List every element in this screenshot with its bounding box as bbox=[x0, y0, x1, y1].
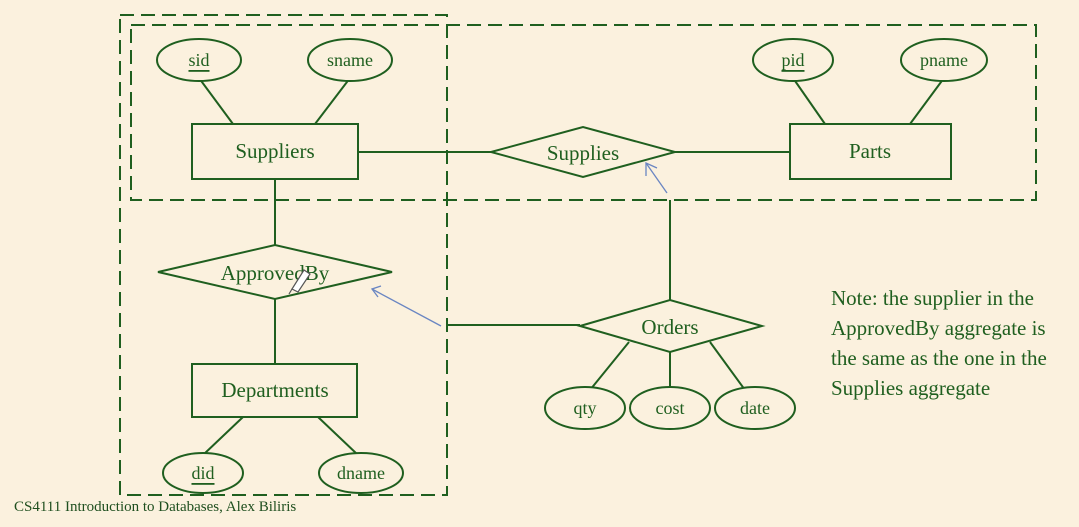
attribute-pid-label: pid bbox=[781, 50, 804, 70]
link-pname-parts bbox=[909, 77, 945, 125]
attribute-cost bbox=[629, 386, 711, 430]
slide-footer: CS4111 Introduction to Databases, Alex B… bbox=[14, 499, 297, 515]
attribute-dname-label: dname bbox=[337, 463, 385, 483]
attribute-sid-label: sid bbox=[188, 50, 209, 70]
aggregation-note: Note: the supplier in the ApprovedBy agg… bbox=[831, 286, 1047, 400]
entity-parts-label: Parts bbox=[849, 139, 891, 163]
link-orders-qty bbox=[589, 341, 630, 391]
attribute-did bbox=[162, 452, 244, 494]
attribute-qty-label: qty bbox=[573, 398, 596, 418]
attribute-date-label: date bbox=[740, 398, 770, 418]
attribute-pid bbox=[752, 38, 834, 82]
entity-suppliers-label: Suppliers bbox=[235, 139, 314, 163]
pen-cursor-icon bbox=[288, 269, 311, 295]
attribute-dname bbox=[318, 452, 404, 494]
pointer-arrow-to-approvedby bbox=[370, 285, 442, 327]
attribute-qty bbox=[544, 386, 626, 430]
relationship-orders bbox=[576, 298, 766, 354]
link-departments-did bbox=[202, 416, 244, 456]
attribute-sname bbox=[307, 38, 393, 82]
attribute-did-label: did bbox=[191, 463, 214, 483]
relationship-approvedby-label: ApprovedBy bbox=[221, 261, 330, 285]
attribute-cost-label: cost bbox=[656, 398, 685, 418]
relationship-supplies bbox=[487, 125, 679, 179]
link-pid-parts bbox=[792, 77, 826, 125]
relationship-supplies-label: Supplies bbox=[547, 141, 619, 165]
attribute-sid bbox=[156, 38, 242, 82]
approvedby-aggregation-box bbox=[119, 14, 448, 496]
entity-suppliers bbox=[191, 123, 359, 180]
pointer-arrow-to-supplies bbox=[645, 161, 668, 194]
relationship-orders-label: Orders bbox=[641, 315, 698, 339]
entity-departments-label: Departments bbox=[221, 378, 328, 402]
attribute-pname-label: pname bbox=[920, 50, 968, 70]
supplies-aggregation-box bbox=[130, 24, 1037, 201]
link-departments-dname bbox=[317, 416, 359, 456]
relationship-approvedby bbox=[157, 243, 393, 301]
attribute-pname bbox=[900, 38, 988, 82]
link-orders-date bbox=[709, 341, 746, 391]
attribute-date bbox=[714, 386, 796, 430]
attribute-sname-label: sname bbox=[327, 50, 373, 70]
link-sid-suppliers bbox=[198, 77, 234, 125]
entity-parts bbox=[789, 123, 952, 180]
entity-departments bbox=[191, 363, 358, 418]
link-sname-suppliers bbox=[314, 77, 351, 125]
